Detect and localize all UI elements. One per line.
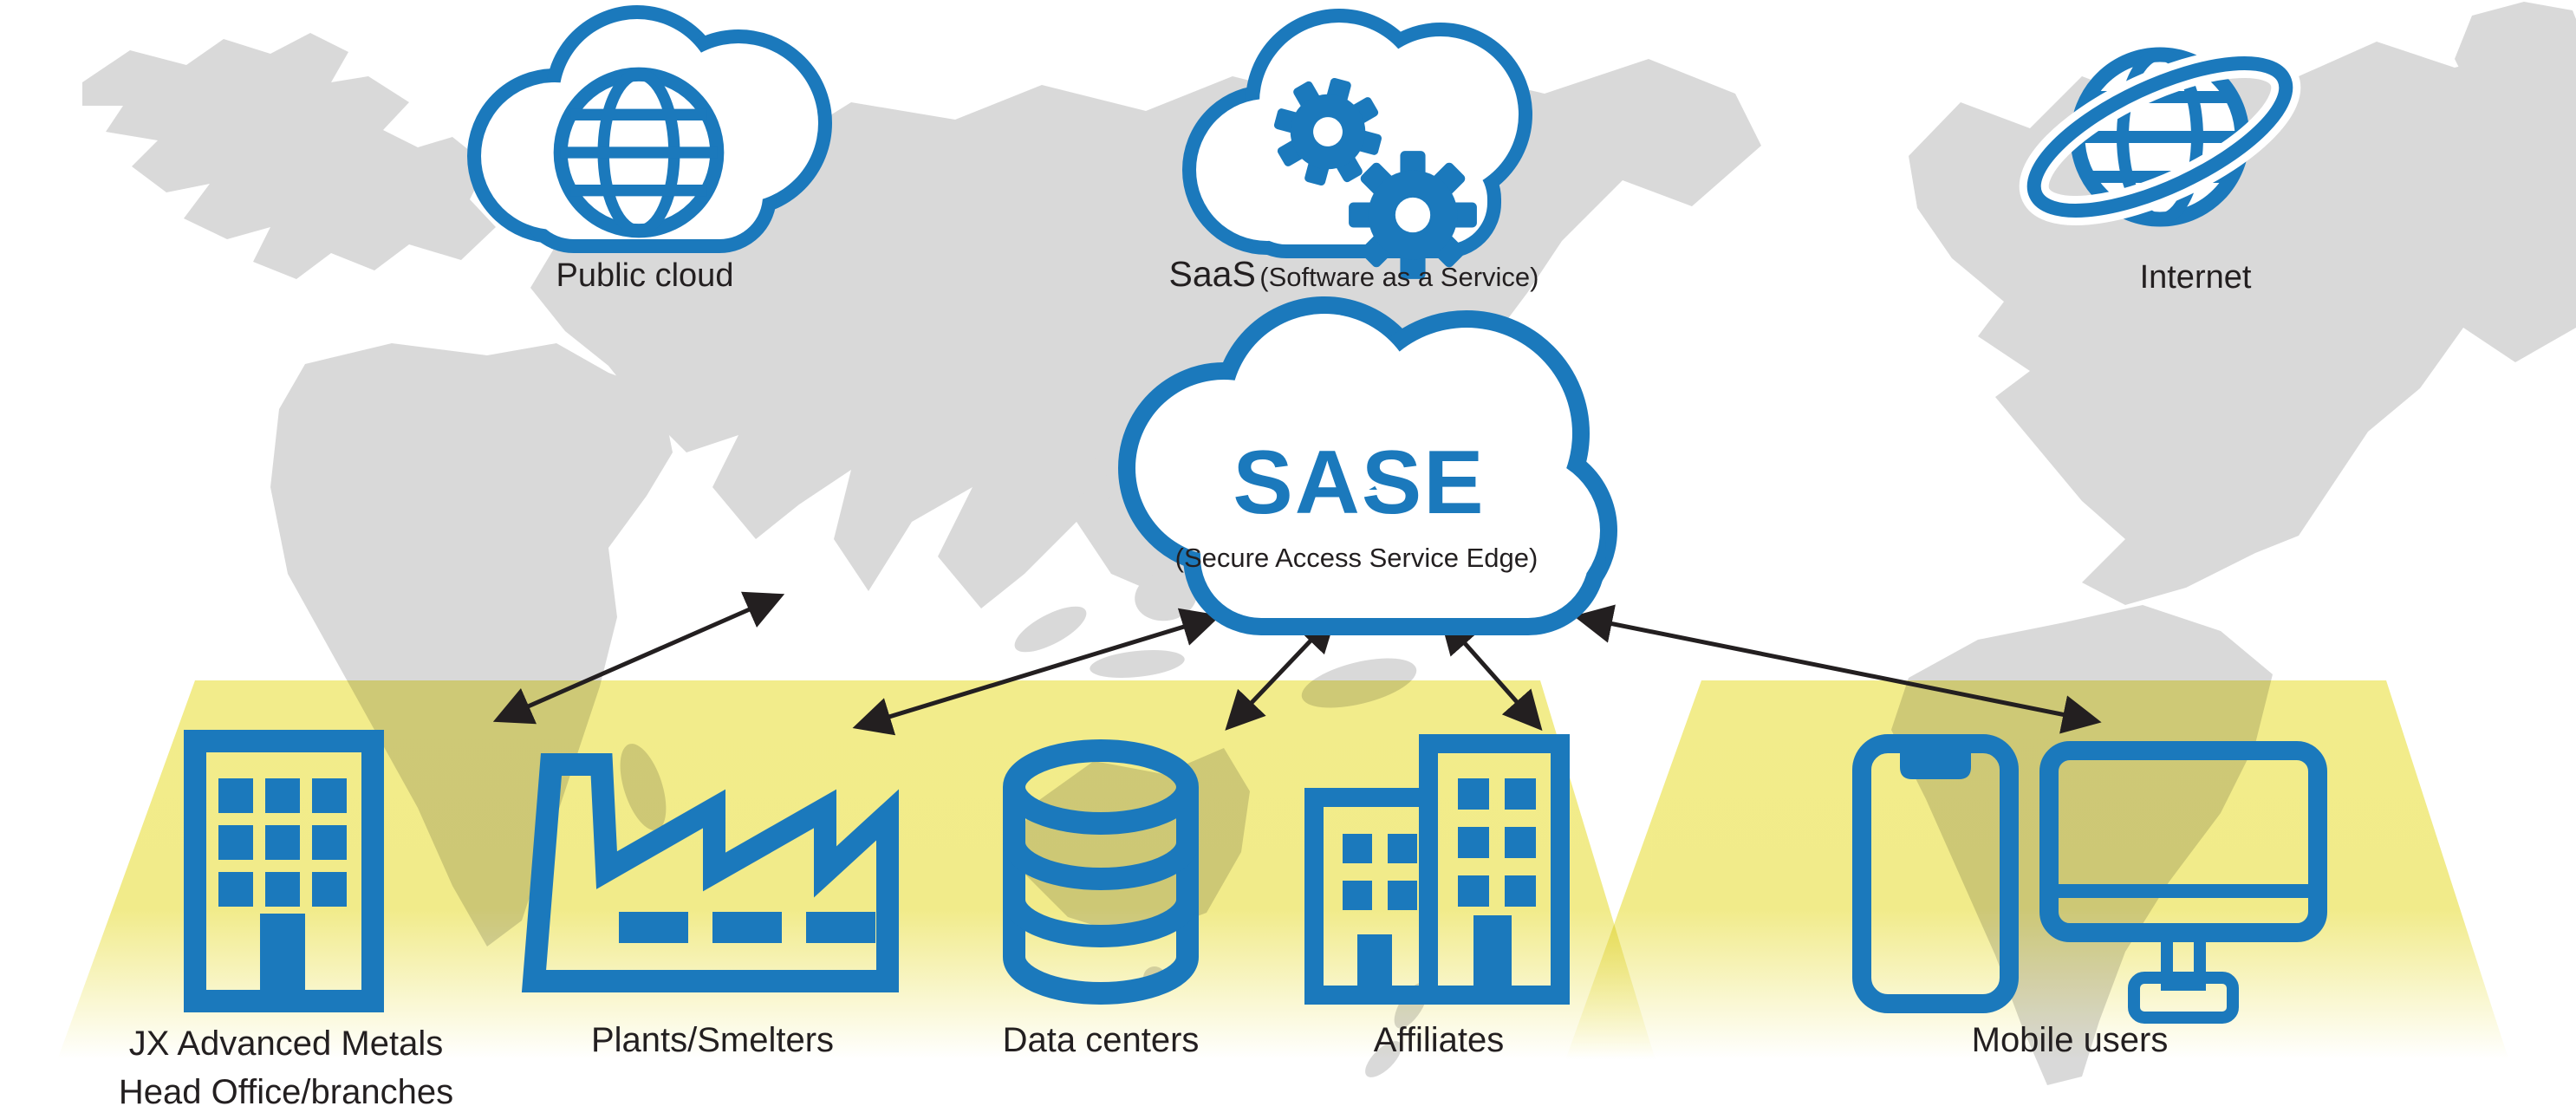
map-africa — [270, 343, 673, 947]
head-office-label-line2: Head Office/branches — [118, 1073, 454, 1106]
arrow-sase-data-centers — [1225, 613, 1337, 731]
arrow-sase-head-office — [492, 591, 785, 725]
sase-title: SASE — [1233, 433, 1486, 533]
saas-label-sub: (Software as a Service) — [1259, 262, 1539, 292]
head-office-label-line1: JX Advanced Metals — [128, 1025, 444, 1063]
head-office-label: JX Advanced Metals Head Office/branches — [119, 1019, 453, 1106]
saas-label-main: SaaS — [1168, 254, 1256, 294]
plants-label: Plants/Smelters — [590, 1021, 835, 1059]
cloud-globe-icon — [481, 19, 818, 239]
arrow-sase-affiliates — [1439, 614, 1543, 732]
cloud-gears-icon — [1196, 23, 1519, 279]
globe-orbit-icon — [2019, 34, 2301, 241]
sase-subtitle: (Secure Access Service Edge) — [1174, 543, 1538, 573]
office-building-icon — [184, 730, 384, 1012]
internet-label: Internet — [2139, 259, 2252, 296]
mobile-zone — [1560, 680, 2514, 1075]
map-north-america — [1909, 42, 2576, 605]
arrow-sase-mobile-users — [1573, 604, 2102, 734]
data-centers-label: Data centers — [1002, 1021, 1200, 1059]
map-europe — [82, 33, 496, 279]
smartphone-and-desktop-icon — [1852, 734, 2327, 1024]
map-greenland — [2455, 2, 2576, 137]
arrow-sase-plants — [852, 608, 1221, 736]
affiliates-label: Affiliates — [1373, 1021, 1505, 1059]
smartphone-icon — [1852, 734, 2019, 1013]
public-cloud-label: Public cloud — [556, 257, 734, 294]
sase-connection-arrows — [492, 591, 2102, 736]
database-cylinder-icon — [1003, 739, 1199, 1005]
saas-label: SaaS (Software as a Service) — [1169, 253, 1539, 296]
mobile-users-label: Mobile users — [1971, 1021, 2169, 1059]
twin-buildings-icon — [1304, 734, 1570, 1005]
factory-icon — [521, 753, 899, 992]
desktop-monitor-icon — [2039, 741, 2327, 1024]
